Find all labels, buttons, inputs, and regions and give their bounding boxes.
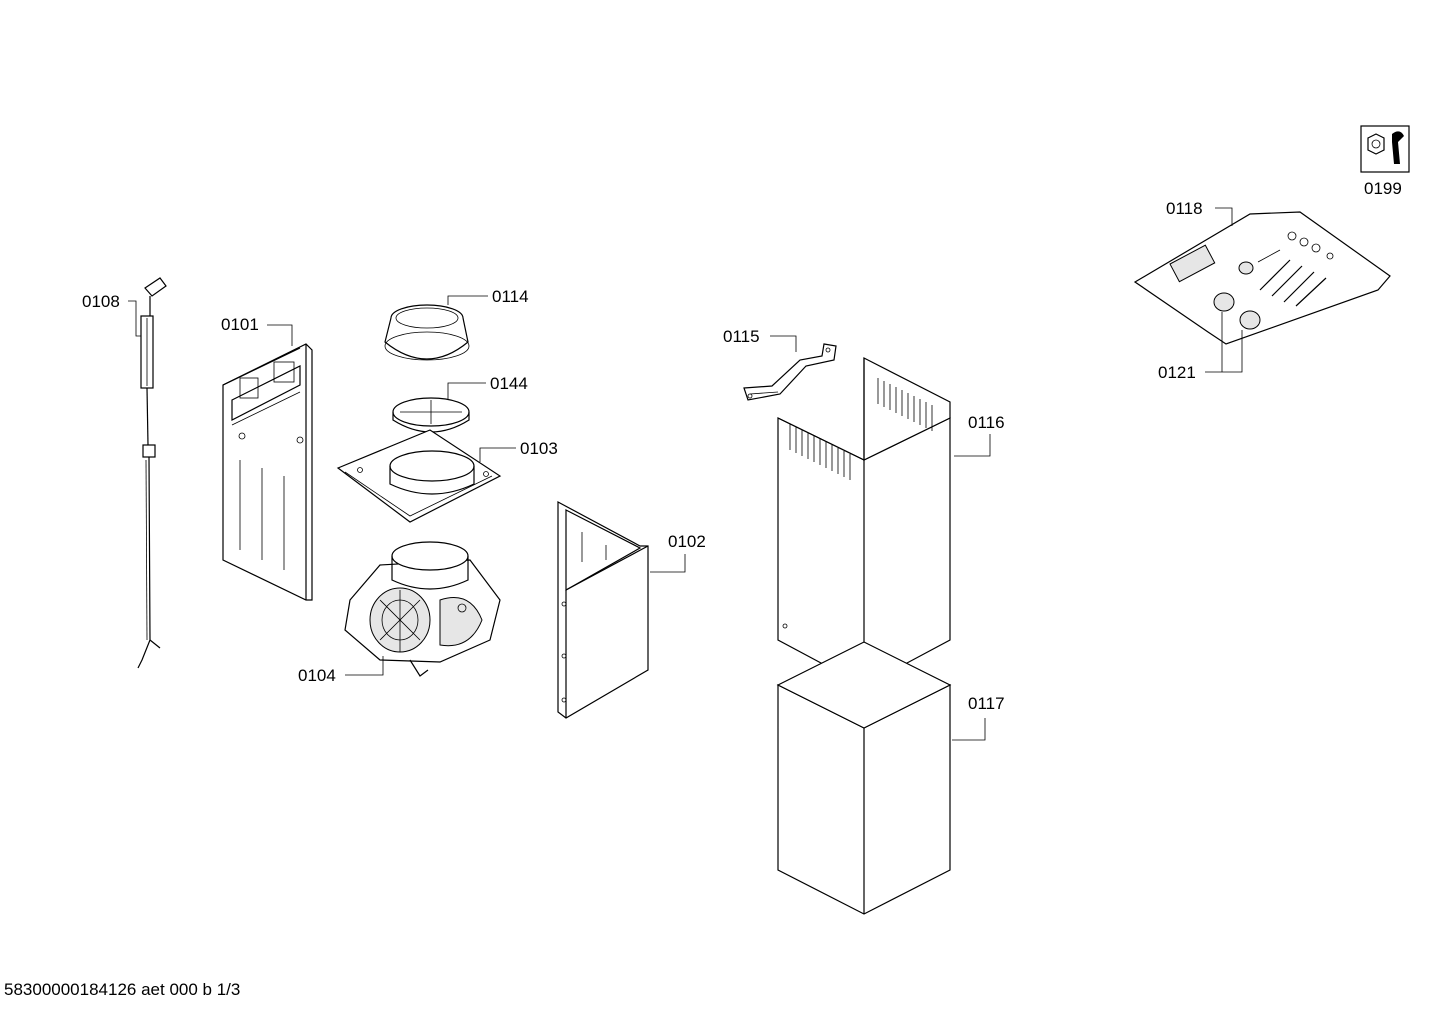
part-0101-back-panel[interactable]: [222, 343, 313, 601]
part-0108-power-cord[interactable]: [137, 277, 167, 669]
bag-screws: [1259, 231, 1334, 307]
label-0117: 0117: [968, 694, 1005, 713]
leader-0121: [1205, 312, 1243, 373]
label-0101: 0101: [221, 315, 259, 334]
label-0121: 0121: [1158, 363, 1196, 382]
part-0103-mounting-plate[interactable]: [336, 429, 502, 523]
label-0104: 0104: [298, 666, 336, 685]
part-0118-accessory-bag[interactable]: [1133, 211, 1391, 345]
label-0102: 0102: [668, 532, 706, 551]
label-0116: 0116: [968, 413, 1005, 432]
label-0115: 0115: [723, 327, 760, 346]
leader-0117: [952, 718, 986, 741]
label-0114: 0114: [492, 287, 529, 306]
part-0117-lower-chimney[interactable]: [776, 641, 952, 915]
leader-0101: [267, 324, 293, 346]
leader-0102: [650, 554, 686, 573]
leader-0118: [1215, 207, 1233, 226]
leader-0103: [479, 447, 516, 462]
part-0114-air-collar[interactable]: [384, 304, 470, 361]
part-0115-wall-bracket[interactable]: [743, 343, 837, 401]
leader-0116: [954, 434, 991, 457]
label-0108: 0108: [82, 292, 120, 311]
label-0144: 0144: [490, 374, 528, 393]
drawing-reference: 58300000184126 aet 000 b 1/3: [4, 980, 241, 999]
leader-0144: [447, 382, 486, 400]
part-0104-blower-motor[interactable]: [344, 541, 501, 677]
part-0144-backflow-flap[interactable]: [392, 397, 470, 433]
leader-0108: [128, 300, 141, 337]
upper-chimney-vents: [789, 378, 933, 480]
wrench-nut-icon[interactable]: [1360, 125, 1410, 173]
leader-0104: [345, 656, 384, 676]
part-0121-knobs[interactable]: [1213, 292, 1261, 330]
label-0118: 0118: [1166, 199, 1203, 218]
part-0116-upper-chimney[interactable]: [777, 357, 951, 687]
part-0102-front-cover[interactable]: [557, 500, 649, 719]
label-0103: 0103: [520, 439, 558, 458]
label-0199: 0199: [1364, 179, 1402, 198]
leader-0114: [447, 295, 488, 305]
leader-0115: [770, 335, 797, 352]
